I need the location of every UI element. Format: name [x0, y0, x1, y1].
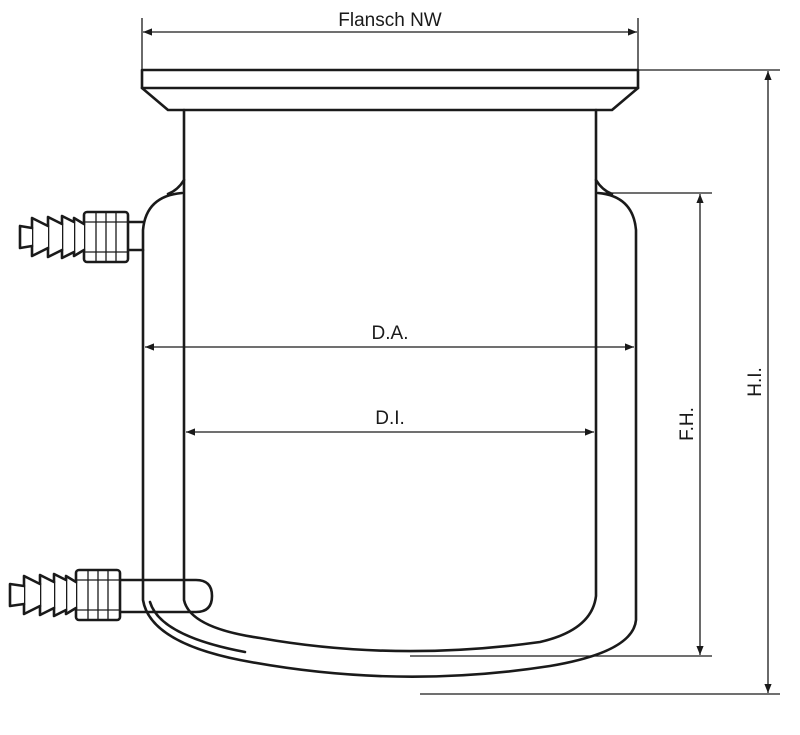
outer-jacket [141, 191, 638, 678]
label-fill-height: F.H. [677, 407, 698, 441]
dimension-inner-height: H.I. [420, 69, 780, 695]
label-outer-diameter: D.A. [372, 323, 409, 344]
dimension-outer-diameter: D.A. [145, 323, 634, 351]
dimension-fill-height: F.H. [410, 192, 712, 657]
label-inner-diameter: D.I. [375, 408, 405, 429]
label-flange-nw: Flansch NW [338, 10, 442, 31]
dimension-flange-nw: Flansch NW [141, 10, 639, 70]
label-inner-height: H.I. [745, 367, 766, 397]
top-hose-connector [18, 210, 145, 264]
flange [140, 68, 640, 112]
bottom-hose-connector [8, 568, 214, 622]
inner-vessel [166, 108, 614, 653]
dimension-inner-diameter: D.I. [186, 408, 594, 436]
